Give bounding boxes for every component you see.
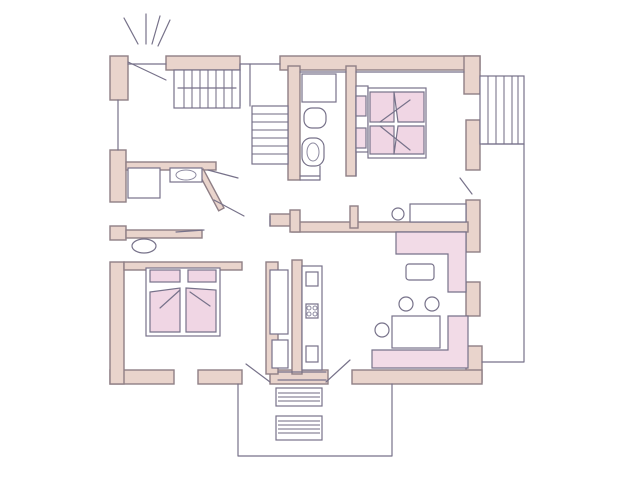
chair-icon [398, 296, 414, 312]
door-entry-swing [127, 61, 167, 81]
sofa-icon [395, 231, 467, 293]
dining-table-icon [391, 315, 441, 349]
bedroom-lower [145, 267, 221, 337]
kitchen [269, 265, 323, 371]
entrance-porch [237, 383, 393, 457]
wall-corridor-post [289, 209, 301, 233]
light-rays-icon [123, 13, 171, 47]
toilet-left-icon [131, 238, 157, 254]
fridge-icon [271, 339, 289, 369]
shower-tray-icon [127, 167, 161, 199]
bathroom-left [127, 167, 203, 254]
outer-walls [109, 55, 483, 385]
corridor-chair [391, 207, 405, 221]
door-kitchen-left [245, 363, 271, 383]
wall-west-mid [109, 149, 127, 203]
nightstand-right [187, 269, 217, 283]
corner-bench [371, 315, 469, 369]
nightstand-top [355, 95, 367, 117]
wall-east-upper [465, 119, 481, 171]
wall-nw-corner [109, 55, 129, 101]
door-kitchen-right [325, 359, 351, 383]
kitchen-counter-left [269, 269, 289, 335]
wall-corridor-top [291, 221, 469, 233]
stove-icon [305, 303, 319, 319]
toilet-icon [303, 107, 327, 129]
wall-top-left [165, 55, 241, 71]
chair-icon-2 [424, 296, 440, 312]
sink-icon [301, 137, 325, 167]
door-wc2 [175, 229, 205, 233]
wall-bottom-right [351, 369, 483, 385]
bedroom-upper [355, 85, 427, 159]
corridor-bench [409, 203, 467, 223]
wall-west-small [109, 225, 127, 241]
corridor-furniture [391, 203, 467, 223]
staircase-middle-icon [251, 105, 289, 165]
chair-icon-3 [374, 322, 390, 338]
wall-kitchen-right [291, 259, 303, 375]
staircase-upper-icon [173, 69, 241, 109]
coffee-table [405, 263, 435, 281]
wall-west-lower [109, 261, 125, 385]
wall-bath-right [345, 65, 357, 177]
wall-top-right [279, 55, 481, 71]
living-room [371, 231, 469, 369]
nightstand-left [149, 269, 181, 283]
wall-wc-bottom [125, 229, 203, 239]
doormat-2-icon [275, 415, 323, 441]
wall-east-lower [465, 281, 481, 317]
wall-bath-left [287, 65, 301, 181]
oven-icon [305, 345, 319, 363]
bathroom-upper [301, 73, 337, 167]
door-living [459, 177, 473, 195]
staircase-right-icon [479, 75, 525, 363]
wall-ne-corner [463, 55, 481, 95]
wall-bottom-left2 [197, 369, 243, 385]
kitchen-sink-icon [305, 271, 319, 287]
wall-corridor-mid [349, 205, 359, 229]
shower-icon [301, 73, 337, 103]
door-wc [207, 169, 239, 179]
passage-lines [277, 371, 327, 381]
nightstand-bottom [355, 127, 367, 149]
